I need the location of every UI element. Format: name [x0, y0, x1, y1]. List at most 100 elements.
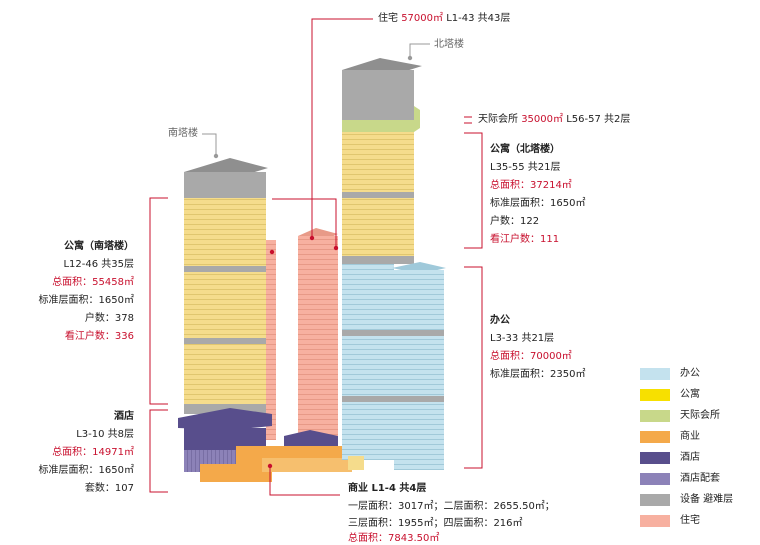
north-tower-office-wing — [394, 270, 444, 470]
legend-label-7: 住宅 — [680, 515, 700, 526]
apartment-south-river: 看江户数：336 — [64, 331, 134, 342]
office-floors: L3-33 共21层 — [490, 333, 555, 344]
apartment-south-title: 公寓（南塔楼） — [64, 241, 134, 252]
north-tower-refuge-4 — [342, 396, 444, 402]
leader-dot-4 — [267, 463, 273, 469]
apartment-south-total: 总面积：55458㎡ — [52, 277, 134, 288]
south-tower-apartment-mid — [184, 272, 266, 338]
north-tower-lobby — [348, 456, 364, 470]
north-tower-apartment-lower — [342, 198, 414, 256]
north-tower-sky-club — [342, 120, 414, 132]
leader-north-tower — [409, 43, 430, 58]
podium — [200, 430, 442, 482]
legend-label-4: 酒店 — [680, 452, 700, 463]
sky-club-floors: L56-57 共2层 — [566, 114, 631, 125]
apartment-south-std: 标准层面积：1650㎡ — [38, 295, 134, 306]
legend-label-0: 办公 — [680, 368, 700, 379]
hotel-block — [184, 428, 266, 450]
leader-dot-3 — [269, 249, 275, 255]
legend-label-3: 商业 — [680, 431, 700, 442]
leader-residential — [311, 18, 373, 238]
residential-name: 住宅 — [378, 13, 398, 24]
leader-dot-2 — [333, 245, 339, 251]
apartment-south-units: 户数：378 — [84, 313, 134, 324]
label-south-tower: 南塔楼 — [168, 128, 198, 139]
apartment-north-river: 看江户数：111 — [490, 234, 560, 245]
residential-slab-body — [298, 236, 338, 440]
leader-commercial — [269, 466, 340, 496]
north-tower-refuge-1 — [342, 192, 414, 198]
label-north-tower: 北塔楼 — [434, 39, 464, 50]
legend-swatch-2 — [640, 410, 670, 422]
legend-label-2: 天际会所 — [680, 410, 720, 421]
legend-label-1: 公寓 — [680, 389, 700, 400]
hotel-total: 总面积：14971㎡ — [52, 447, 134, 458]
north-tower — [342, 58, 446, 470]
sky-club-area: 35000㎡ — [521, 114, 563, 125]
leader-south-tower — [202, 133, 217, 156]
commercial-line2: 三层面积：1955㎡；四层面积：216㎡ — [348, 518, 523, 529]
hotel-rooms: 套数：107 — [84, 483, 134, 494]
commercial-line1: 一层面积：3017㎡；二层面积：2655.50㎡； — [348, 501, 555, 512]
hotel-title: 酒店 — [114, 411, 134, 422]
residential-slab — [298, 228, 338, 440]
legend-label-6: 设备 避难层 — [680, 494, 734, 505]
office-std: 标准层面积：2350㎡ — [490, 369, 586, 380]
legend: 办公公寓天际会所商业酒店酒店配套设备 避难层住宅 — [640, 368, 758, 538]
bracket-hotel — [149, 409, 168, 493]
tower-label-leaders — [202, 43, 430, 156]
residential-area: 57000㎡ — [401, 13, 443, 24]
legend-swatch-1 — [640, 389, 670, 401]
legend-swatch-4 — [640, 452, 670, 464]
commercial-total: 总面积：7843.50㎡ — [348, 533, 440, 544]
legend-label-5: 酒店配套 — [680, 473, 720, 484]
legend-swatch-6 — [640, 494, 670, 506]
bracket-apartment-north — [464, 132, 483, 249]
north-tower-mech-top — [342, 70, 414, 120]
hotel-std: 标准层面积：1650㎡ — [38, 465, 134, 476]
commercial-title: 商业 L1-4 共4层 — [348, 483, 427, 494]
south-tower-mech-top — [184, 172, 266, 198]
legend-swatch-3 — [640, 431, 670, 443]
tower-label-dots — [213, 55, 413, 159]
north-tower-label-dot — [407, 55, 413, 61]
leader-dots — [267, 235, 339, 469]
south-tower — [178, 158, 276, 472]
residential-floors: L1-43 共43层 — [446, 13, 511, 24]
leader-lines — [149, 18, 483, 496]
residential-label: 住宅 57000㎡ L1-43 共43层 — [378, 12, 510, 25]
podium-commercial-steps — [262, 458, 352, 472]
apartment-north-std: 标准层面积：1650㎡ — [490, 198, 586, 209]
apartment-north-floors: L35-55 共21层 — [490, 162, 561, 173]
apartment-north-title: 公寓（北塔楼） — [490, 144, 560, 155]
sky-club-label: 天际会所 35000㎡ L56-57 共2层 — [478, 113, 630, 126]
legend-swatch-0 — [640, 368, 670, 380]
north-tower-refuge-2 — [342, 256, 414, 264]
south-tower-apartment-lower — [184, 344, 266, 404]
north-tower-refuge-3 — [342, 330, 444, 336]
north-tower-apartment — [342, 132, 414, 192]
leader-dot-1 — [309, 235, 315, 241]
hotel-floors: L3-10 共8层 — [76, 429, 134, 440]
apartment-north-units: 户数：122 — [490, 216, 540, 227]
south-tower-refuge-2 — [184, 338, 266, 344]
north-tower-office — [342, 264, 394, 460]
south-tower-refuge-1 — [184, 266, 266, 272]
legend-swatch-7 — [640, 515, 670, 527]
bracket-apartment-south — [149, 197, 168, 405]
apartment-south-floors: L12-46 共35层 — [63, 259, 134, 270]
south-tower-side-residential — [266, 240, 276, 440]
office-title: 办公 — [490, 315, 510, 326]
podium-hotel-support-roof — [284, 430, 338, 446]
legend-swatch-5 — [640, 473, 670, 485]
south-tower-apartment-upper — [184, 198, 266, 266]
apartment-north-total: 总面积：37214㎡ — [490, 180, 572, 191]
sky-club-name: 天际会所 — [478, 114, 518, 125]
bracket-office — [464, 266, 483, 469]
south-tower-label-dot — [213, 153, 219, 159]
north-tower-sky-club-wing — [414, 106, 420, 132]
leader-residential-2 — [272, 198, 337, 248]
hotel-cantilever — [178, 408, 272, 430]
